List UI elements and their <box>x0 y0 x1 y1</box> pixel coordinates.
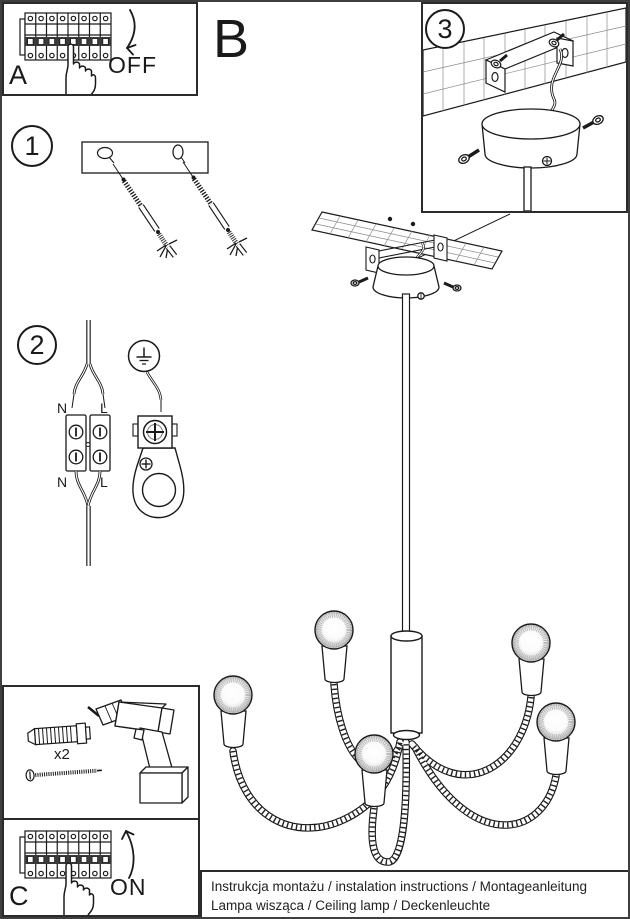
wire-label-l-bottom: L <box>100 474 108 490</box>
step-3-detail-box: 3 <box>421 2 628 213</box>
curved-arrow-down-icon <box>126 9 137 56</box>
wire-label-n-top: N <box>57 400 68 416</box>
wire-label-n-bottom: N <box>57 474 68 490</box>
power-off-step-box: OFF A <box>2 2 198 96</box>
supply-wire-icon <box>549 48 563 114</box>
bracket-and-screws-illustration <box>81 141 248 259</box>
light-bulb-icon <box>213 675 253 715</box>
pendant-rod <box>523 166 532 211</box>
ground-symbol-icon <box>127 339 161 373</box>
terminal-block-icon <box>65 414 111 472</box>
keyhole-slot-icon <box>172 144 184 160</box>
keyhole-slot-icon <box>96 146 114 160</box>
light-bulb-icon <box>511 623 551 663</box>
canopy-screw-icon <box>458 148 480 165</box>
step-3-badge: 3 <box>425 9 465 49</box>
canopy-mounting-illustration <box>423 7 626 211</box>
panel-c-label: C <box>9 881 29 911</box>
socket-icon <box>220 710 247 749</box>
footer-box: Instrukcja montażu / instalation instruc… <box>200 870 628 917</box>
on-label: ON <box>110 874 147 900</box>
socket-icon <box>361 769 388 808</box>
socket-icon <box>321 645 348 684</box>
light-bulb-icon <box>354 734 394 774</box>
mains-cable-icon <box>71 320 106 409</box>
ceiling-hatch <box>423 7 626 117</box>
light-bulbs <box>213 610 576 774</box>
quantity-label: x2 <box>54 746 70 763</box>
breaker-panel-off-illustration <box>19 9 137 94</box>
curved-arrow-up-icon <box>121 830 135 879</box>
bracket-screw-icon <box>490 53 508 69</box>
detail-leader-line <box>417 213 511 259</box>
canopy-cup-icon <box>350 256 462 300</box>
power-on-step-box: ON C <box>2 818 200 917</box>
off-label: OFF <box>108 52 157 78</box>
canopy-screw-icon <box>582 114 604 130</box>
step-1-badge: 1 <box>11 125 53 167</box>
panel-a-label: A <box>9 60 28 90</box>
footer-line-1: Instrukcja montażu / instalation instruc… <box>211 879 587 894</box>
circuit-breaker-icon <box>19 12 112 61</box>
tools-box: x2 <box>2 685 200 820</box>
hanging-bracket-icon <box>365 234 448 274</box>
socket-icon <box>543 737 570 776</box>
drill-icon <box>87 699 189 804</box>
socket-icon <box>518 658 545 697</box>
wall-plug-icon <box>27 722 91 746</box>
flexible-arms <box>229 680 560 866</box>
canopy-screw-icon <box>443 281 462 292</box>
light-bulb-icon <box>536 702 576 742</box>
screw-anchor-icon <box>112 163 178 259</box>
screw-anchor-icon <box>182 161 248 257</box>
lamp-cable-icon <box>74 470 102 566</box>
tools-illustration <box>25 699 189 804</box>
ground-wire-icon <box>145 371 163 412</box>
bracket-screw-icon <box>548 32 565 48</box>
canopy-screw-icon <box>350 276 369 287</box>
step-2-badge: 2 <box>17 325 57 365</box>
ground-clamp-icon <box>132 415 185 519</box>
canopy-icon <box>458 108 604 211</box>
wire-label-l-top: L <box>100 400 108 416</box>
section-b-label: B <box>213 9 250 69</box>
pendant-rod <box>401 293 411 636</box>
light-bulb-icon <box>314 610 354 650</box>
footer-line-2: Lampa wisząca / Ceiling lamp / Deckenleu… <box>211 898 491 913</box>
breaker-panel-on-illustration <box>19 830 135 915</box>
lamp-body-icon <box>390 630 423 741</box>
wiring-diagram <box>65 320 185 566</box>
bulb-sockets <box>220 645 570 808</box>
screw-icon <box>25 768 102 782</box>
ceiling-plank-icon <box>311 211 503 270</box>
